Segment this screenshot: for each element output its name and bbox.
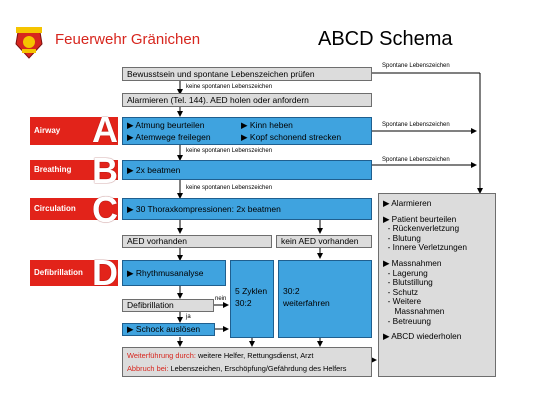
airway-label-text: Airway [34,126,61,135]
abort-rest: Lebenszeichen, Erschöpfung/Gefährdung de… [168,364,347,373]
continuation-rest: weitere Helfer, Rettungsdienst, Arzt [195,351,314,360]
sidebar-line: ▶ ABCD wiederholen [383,331,462,342]
sidebar-line: Massnahmen [383,305,445,316]
breathing-box: ▶ 2x beatmen [122,160,372,180]
defibrillation-label-text: Defibrillation [34,268,83,277]
airway-item-4: ▶ Kopf schonend strecken [241,132,342,142]
sidebar-line: - Rückenverletzung [383,223,460,234]
shock-box: ▶ Schock auslösen [122,323,215,336]
page-title: ABCD Schema [318,28,453,50]
sidebar-line: ▶ Massnahmen [383,257,442,268]
sidebar-line: - Schutz [383,286,419,297]
airway-item-2: ▶ Atemwege freilegen [127,132,211,142]
sidebar-line: - Innere Verletzungen [383,242,467,253]
measures-sidebar: ▶ Alarmieren ▶ Patient beurteilen - Rück… [378,193,496,377]
sidebar-line: - Weitere [383,296,422,307]
continuation-line: Weiterführung durch: weitere Helfer, Ret… [127,349,371,362]
continue-box: 30:2 weiterfahren [278,260,372,338]
spontaneous-signs-label-1: Spontane Lebenszeichen [382,63,450,69]
check-consciousness-box: Bewusstsein und spontane Lebenszeichen p… [122,67,372,81]
airway-letter: A [92,109,118,150]
aed-available-box: AED vorhanden [122,235,272,248]
no-label: nein [215,296,227,302]
no-signs-label-1: keine spontanen Lebenszeichen [186,84,273,90]
abort-line: Abbruch bei: Lebenszeichen, Erschöpfung/… [127,362,371,375]
airway-label: Airway [30,117,118,145]
airway-item-3: ▶ Kinn heben [241,120,293,130]
logo [12,24,46,60]
continuation-box: Weiterführung durch: weitere Helfer, Ret… [122,347,372,377]
yes-label: ja [186,314,191,320]
airway-box: ▶ Atmung beurteilen ▶ Atemwege freilegen… [122,117,372,145]
circulation-label-text: Circulation [34,204,76,213]
breathing-label-text: Breathing [34,165,72,174]
continuation-prefix: Weiterführung durch: [127,351,196,360]
circulation-label: Circulation [30,198,118,220]
sidebar-line: ▶ Alarmieren [383,198,432,208]
no-signs-label-3: keine spontanen Lebenszeichen [186,185,273,191]
no-aed-box: kein AED vorhanden [276,235,372,248]
spontaneous-signs-label-2: Spontane Lebenszeichen [382,122,450,128]
spontaneous-signs-label-3: Spontane Lebenszeichen [382,157,450,163]
sidebar-line: - Blutung [383,232,421,243]
rhythm-analysis-box: ▶ Rhythmusanalyse [122,260,226,286]
abort-prefix: Abbruch bei: [127,364,169,373]
no-signs-label-2: keine spontanen Lebenszeichen [186,148,273,154]
sidebar-line: - Lagerung [383,267,428,278]
sidebar-line: - Betreuung [383,315,431,326]
defibrillation-letter: D [92,252,118,293]
brand-name: Feuerwehr Gränichen [55,31,201,48]
fire-brigade-logo-icon [15,27,43,59]
circulation-box: ▶ 30 Thoraxkompressionen: 2x beatmen [122,198,372,220]
alarm-box: Alarmieren (Tel. 144). AED holen oder an… [122,93,372,107]
circulation-letter: C [92,189,118,230]
defibrillation-box: Defibrillation [122,299,214,312]
defibrillation-label: Defibrillation [30,260,118,286]
breathing-label: Breathing [30,160,118,180]
five-cycles-box: 5 Zyklen 30:2 [230,260,274,338]
airway-item-1: ▶ Atmung beurteilen [127,120,205,130]
breathing-letter: B [92,150,118,191]
sidebar-line: - Blutstillung [383,277,433,288]
sidebar-line: ▶ Patient beurteilen [383,213,457,224]
